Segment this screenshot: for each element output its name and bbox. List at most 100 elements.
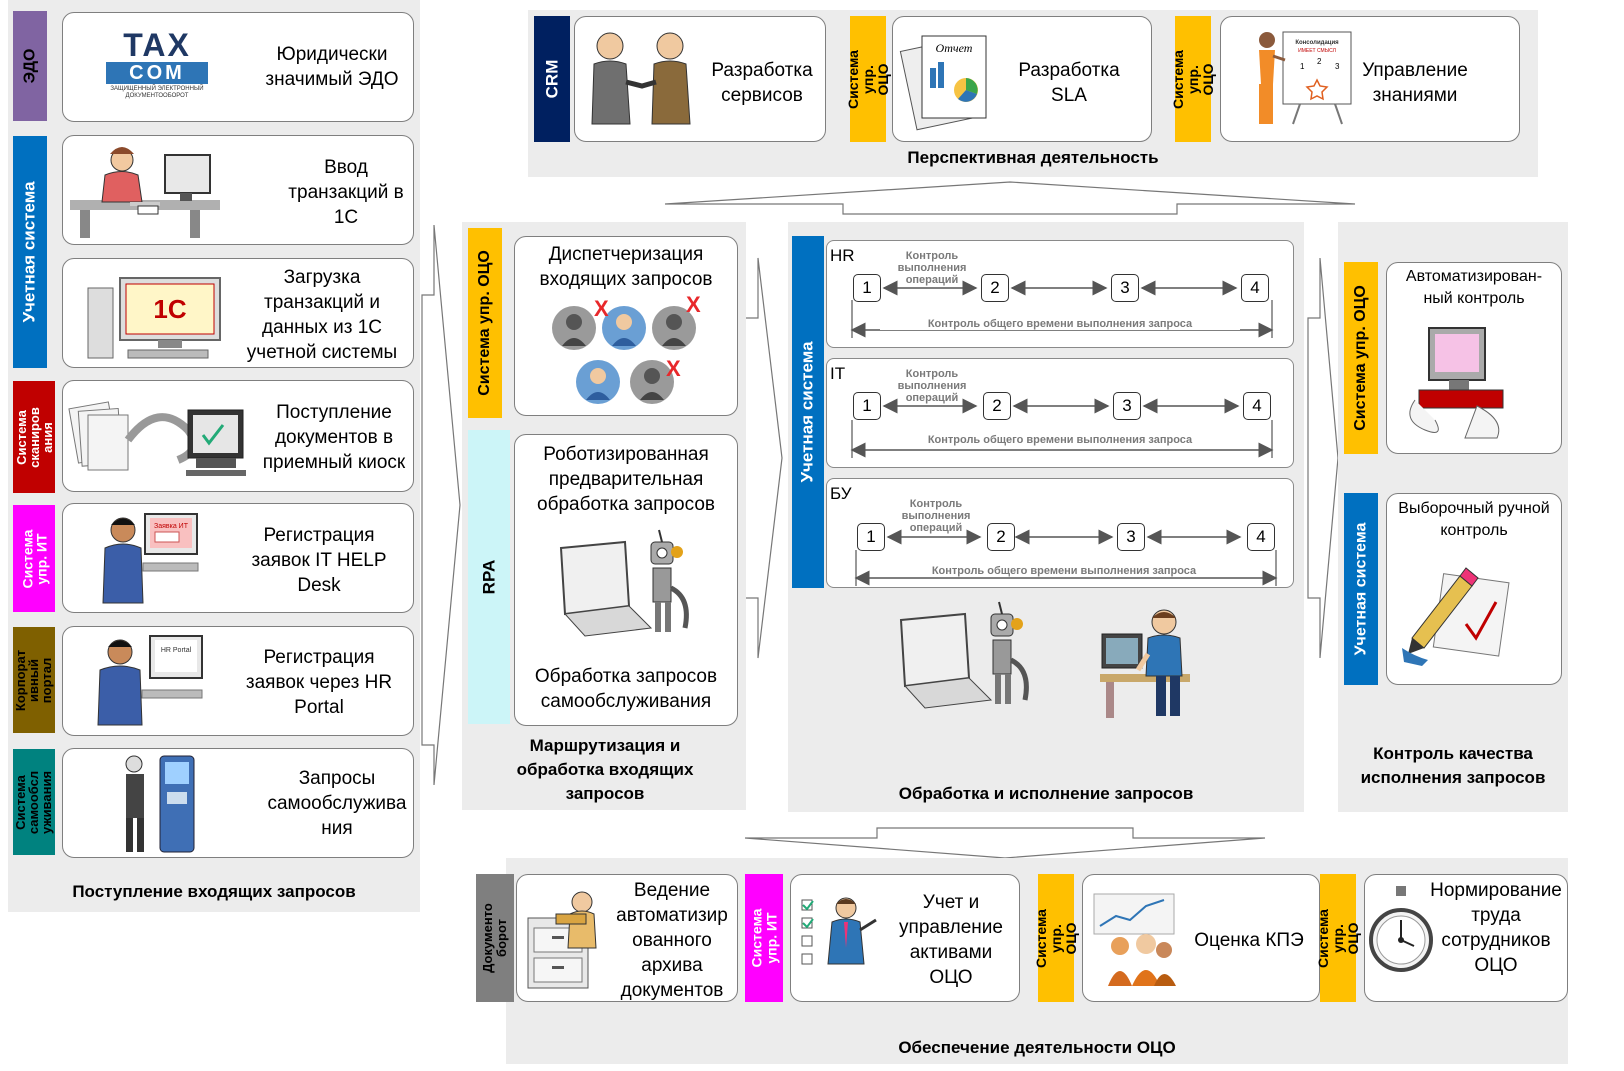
tab-oco-quality: Система упр. ОЦО <box>1344 262 1378 454</box>
intake-text-1c-input: Ввод транзакций в 1С <box>288 157 404 228</box>
tab-oco-sla-label: Система упр. ОЦО <box>844 49 891 109</box>
printer-report-icon <box>1409 327 1504 439</box>
tab-edo: ЭДО <box>13 11 47 121</box>
report-doc-label: Отчет <box>936 41 973 55</box>
lane-it-step-4: 4 <box>1243 392 1271 420</box>
perspective-text-knowledge: Управление знаниями <box>1362 60 1468 106</box>
tab-oco-kpi: Система упр. ОЦО <box>1033 874 1079 1002</box>
intake-text-kiosk: Поступление документов в приемный киоск <box>262 402 406 473</box>
intake-text-edo: Юридически значимый ЭДО <box>265 44 399 90</box>
support-text-archive: Ведение автоматизир ованного архива доку… <box>616 880 728 1001</box>
lane-hr-title: HR <box>830 246 855 265</box>
dispatch-mark-2: X <box>686 292 701 317</box>
lane-it-total-label: Контроль общего времени выполнения запро… <box>927 434 1193 446</box>
lane-it-step-2: 2 <box>983 392 1011 420</box>
tab-uchet-quality-label: Учетная система <box>1352 522 1370 656</box>
tab-oco-sla: Система упр. ОЦО <box>845 16 891 142</box>
perspective-caption: Перспективная деятельность <box>907 148 1159 167</box>
document-scanning-kiosk-icon <box>68 401 246 476</box>
tab-crm: CRM <box>534 16 570 142</box>
1c-logo-text: 1С <box>153 294 186 324</box>
tab-uchet-intake: Учетная система <box>13 136 47 368</box>
tab-oco-knowledge: Система упр. ОЦО <box>1170 16 1216 142</box>
tab-portal: Корпорат ивный портал <box>13 627 55 733</box>
intake-text-1c-load: Загрузка транзакций и данных из 1С учетн… <box>246 267 398 363</box>
accountant-at-desk-icon <box>70 147 220 238</box>
lane-hr-step-4: 4 <box>1241 274 1269 302</box>
tab-doc-label: Документо борот <box>480 903 510 973</box>
tab-edo-label: ЭДО <box>21 48 39 84</box>
intake-text-selfservice: Запросы самообслужива ния <box>267 768 407 839</box>
tab-oco-kpi-label: Система упр. ОЦО <box>1032 908 1079 968</box>
taxcom-logo-sub: COM <box>106 62 208 84</box>
human-operator-icon <box>1100 609 1190 718</box>
lane-hr-step-3: 3 <box>1111 274 1139 302</box>
presentation-board-icon: Консолидация ИМЕЕТ СМЫСЛ 1 2 3 <box>1259 31 1352 125</box>
lane-hr-ops-label: Контроль выполнения операций <box>897 250 967 286</box>
tab-it-intake-label: Система упр. ИТ <box>19 529 50 588</box>
report-document-icon: Отчет <box>899 35 987 131</box>
tab-it-intake: Система упр. ИТ <box>13 505 55 612</box>
hr-screen-label: HR Portal <box>161 647 192 654</box>
processing-caption: Обработка и исполнение запросов <box>898 784 1194 803</box>
tab-rpa: RPA <box>468 430 510 724</box>
support-text-assets: Учет и управление активами ОЦО <box>899 892 1003 988</box>
arrow-right-routing-icon <box>743 257 783 659</box>
tab-oco-routing: Система упр. ОЦО <box>468 228 502 418</box>
1c-computer-icon: 1С <box>87 277 221 359</box>
lane-hr-total-label: Контроль общего времени выполнения запро… <box>880 318 1240 330</box>
tab-oco-norm: Система упр. ОЦО <box>1315 874 1361 1002</box>
intake-text-hrportal: Регистрация заявок через HR Portal <box>245 647 393 718</box>
taxcom-logo-small: ЗАЩИЩЕННЫЙ ЭЛЕКТРОННЫЙ ДОКУМЕНТООБОРОТ <box>110 86 204 99</box>
tab-oco-knowledge-label: Система упр. ОЦО <box>1169 49 1216 109</box>
hr-portal-operator-icon: HR Portal <box>97 635 203 726</box>
self-service-terminal-icon <box>125 755 195 853</box>
lane-arrows-svg <box>850 280 1278 586</box>
svg-text:3: 3 <box>1335 62 1340 71</box>
board-title: Консолидация <box>1295 40 1339 46</box>
dispatch-operators-icon: X X X <box>552 292 701 404</box>
tab-oco-norm-label: Система упр. ОЦО <box>1314 908 1361 968</box>
tab-oco-routing-label: Система упр. ОЦО <box>476 250 493 396</box>
tab-scan-label: Система сканиров ания <box>13 406 55 468</box>
tab-it-support-label: Система упр. ИТ <box>748 908 780 968</box>
taxcom-logo-main: TAX <box>123 27 191 63</box>
board-subtitle: ИМЕЕТ СМЫСЛ <box>1298 48 1336 54</box>
routing-text-selfservice: Обработка запросов самообслуживания <box>534 666 718 712</box>
checklist-manager-icon <box>801 897 877 965</box>
lane-it-title: IT <box>830 364 846 383</box>
lane-bu-step-1: 1 <box>857 523 885 551</box>
lane-bu-title: БУ <box>830 484 852 503</box>
tab-self: Система самообсл уживания <box>13 749 55 855</box>
arrow-right-quality-icon <box>1307 257 1339 659</box>
tab-uchet-processing: Учетная система <box>792 236 824 588</box>
arrow-up-perspective-icon <box>664 181 1356 215</box>
lane-bu-step-3: 3 <box>1117 523 1145 551</box>
perspective-text-sla: Разработка SLA <box>1018 60 1120 106</box>
kpi-team-icon <box>1093 893 1176 986</box>
support-text-norm: Нормирование труда сотрудников ОЦО <box>1430 880 1562 976</box>
lane-hr-step-1: 1 <box>853 274 881 302</box>
tab-uchet-processing-label: Учетная система <box>798 341 817 483</box>
routing-text-rpa: Роботизированная предварительная обработ… <box>537 444 715 515</box>
support-text-kpi: Оценка КПЭ <box>1194 930 1304 951</box>
intake-card-selfservice <box>62 748 414 858</box>
tab-oco-quality-label: Система упр. ОЦО <box>1352 285 1369 431</box>
lane-bu-total-label: Контроль общего времени выполнения запро… <box>931 565 1197 577</box>
handshake-icon <box>591 32 691 125</box>
tab-uchet-intake-label: Учетная система <box>20 181 39 323</box>
support-caption: Обеспечение деятельности ОЦО <box>898 1038 1176 1057</box>
lane-it-ops-label: Контроль выполнения операций <box>897 368 967 404</box>
intake-caption: Поступление входящих запросов <box>72 882 356 901</box>
arrow-right-intake-icon <box>421 224 461 786</box>
robot-operator-icon <box>899 601 1029 709</box>
taxcom-logo: TAX COM ЗАЩИЩЕННЫЙ ЭЛЕКТРОННЫЙ ДОКУМЕНТО… <box>100 27 214 110</box>
support-card-assets <box>790 874 1020 1002</box>
lane-bu-step-4: 4 <box>1247 523 1275 551</box>
intake-text-helpdesk: Регистрация заявок IT HELP Desk <box>251 525 387 596</box>
pencil-check-icon <box>1402 567 1510 666</box>
it-helpdesk-operator-icon: Заявка ИТ <box>102 513 199 604</box>
svg-text:1: 1 <box>1300 62 1305 71</box>
arrow-down-support-icon <box>744 827 1266 859</box>
tab-self-label: Система самообсл уживания <box>13 770 55 834</box>
